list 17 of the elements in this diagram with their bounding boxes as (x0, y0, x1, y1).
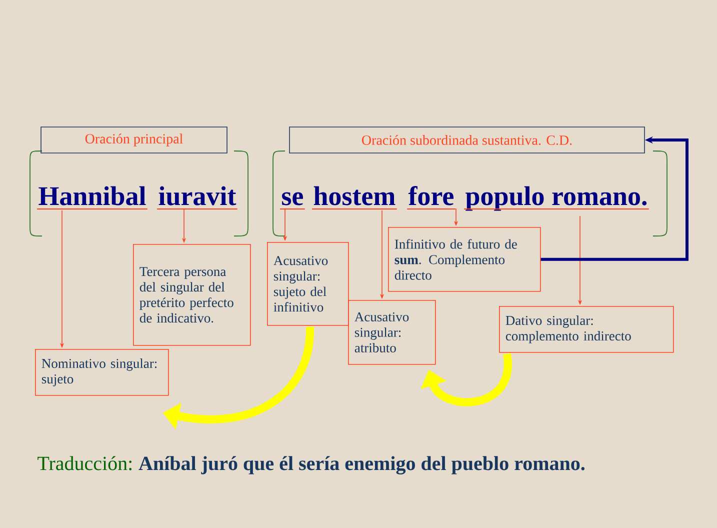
heading-box: Oración subordinada sustantiva. C.D. (289, 126, 645, 154)
latin-word: iuravit (156, 186, 238, 210)
latin-word: se (280, 192, 306, 210)
latin-word: Hannibal (36, 186, 148, 210)
note-box: Tercera persona del singular del pretérito perfecto de indicativo. (133, 244, 251, 346)
note-box: Acusativo singular: atributo (348, 300, 436, 365)
latin-word: fore (406, 186, 456, 210)
note-box: Dativo singular: complemento indirecto (499, 306, 674, 353)
translation-text: Aníbal juró que él sería enemigo del pueblo romano. (138, 456, 585, 474)
heading-box: Oración principal (40, 126, 228, 154)
latin-word: populo romano. (464, 186, 650, 211)
curved-arrow (420, 354, 512, 406)
latin-word: hostem (312, 186, 398, 210)
note-box: Nominativo singular: sujeto (35, 349, 169, 396)
translation-label: Traducción: (38, 456, 132, 470)
note-box: Infinitivo de futuro de sum. Complemento directo (388, 227, 541, 292)
note-box: Acusativo singular: sujeto del infinitivo (267, 242, 349, 326)
